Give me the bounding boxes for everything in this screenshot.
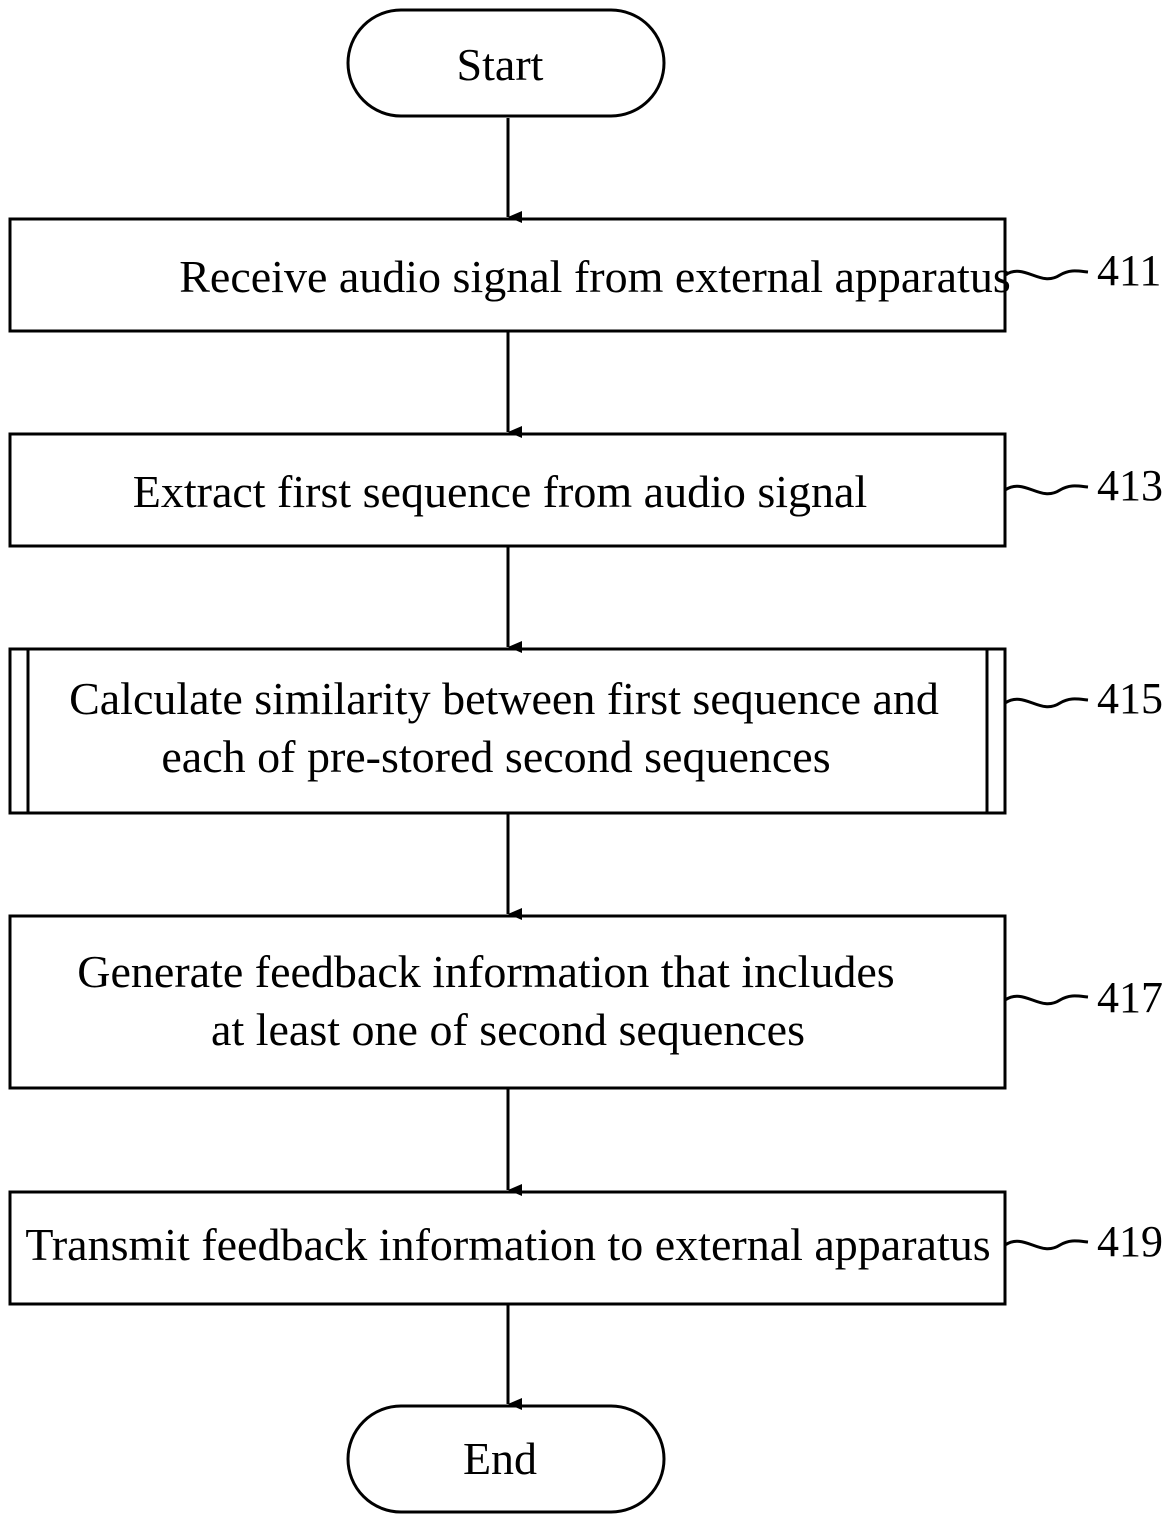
ref-415: 415	[1097, 674, 1163, 723]
step-415-text-line2: each of pre-stored second sequences	[161, 731, 830, 782]
step-415-text-line1: Calculate similarity between first seque…	[69, 673, 939, 724]
step-417-text-line1: Generate feedback information that inclu…	[77, 946, 894, 997]
step-411-text: Receive audio signal from external appar…	[179, 251, 1011, 302]
step-415: Calculate similarity between first seque…	[10, 649, 1163, 813]
step-419: Transmit feedback information to externa…	[10, 1192, 1163, 1304]
leader-419	[1005, 1241, 1088, 1249]
leader-411	[1005, 271, 1088, 279]
step-411: Receive audio signal from external appar…	[10, 219, 1161, 331]
step-417: Generate feedback information that inclu…	[10, 916, 1163, 1088]
end-terminal: End	[348, 1406, 664, 1512]
ref-411: 411	[1097, 246, 1161, 295]
step-413-text: Extract first sequence from audio signal	[133, 466, 867, 517]
start-label: Start	[457, 39, 544, 90]
step-419-text: Transmit feedback information to externa…	[25, 1219, 990, 1270]
step-413: Extract first sequence from audio signal…	[10, 434, 1163, 546]
leader-415	[1005, 699, 1088, 707]
end-label: End	[463, 1433, 537, 1484]
start-terminal: Start	[348, 10, 664, 116]
leader-413	[1005, 486, 1088, 494]
ref-419: 419	[1097, 1217, 1163, 1266]
leader-417	[1005, 996, 1088, 1004]
ref-413: 413	[1097, 461, 1163, 510]
step-417-text-line2: at least one of second sequences	[211, 1004, 805, 1055]
ref-417: 417	[1097, 973, 1163, 1022]
